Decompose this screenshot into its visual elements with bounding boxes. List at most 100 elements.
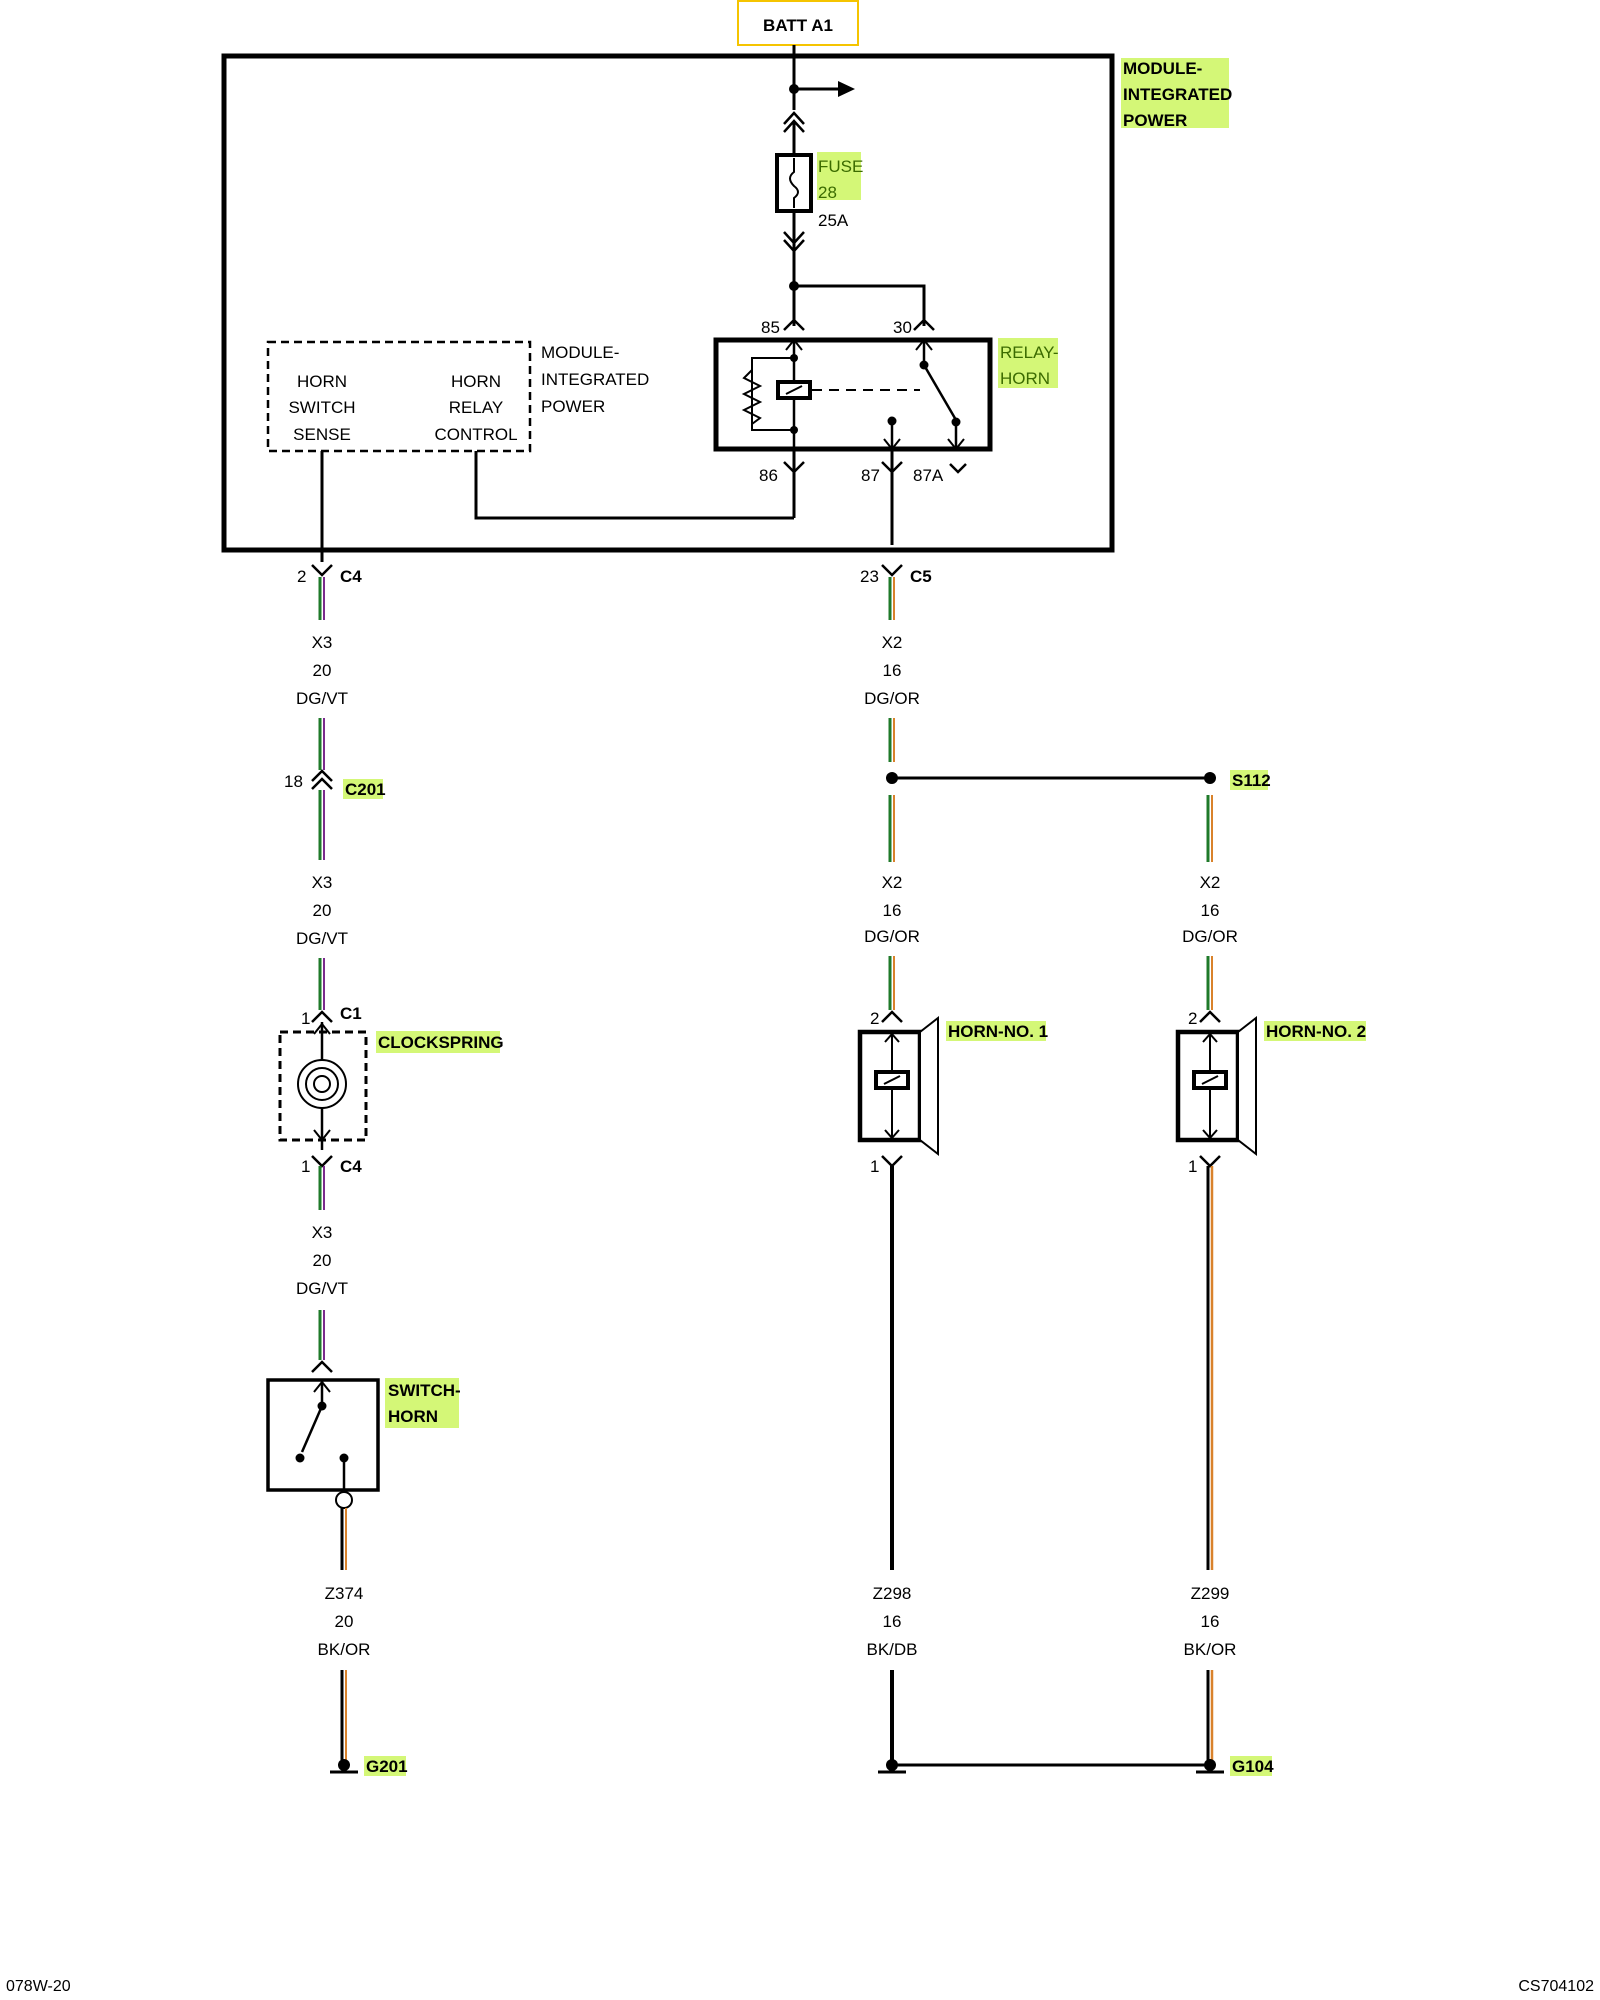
relay-name-1: RELAY-: [1000, 343, 1059, 362]
horn-relay-control-1: HORN: [451, 372, 501, 391]
fuse-name: FUSE: [818, 157, 863, 176]
module-title-line-1: MODULE-: [1123, 59, 1202, 78]
horn-switch-label: SWITCH- HORN: [385, 1378, 461, 1428]
c4-top-name: C4: [340, 567, 362, 586]
ground-g104-icon: [1196, 1759, 1224, 1774]
wire-dg-vt-2b: [318, 958, 325, 1010]
wire-8-color: BK/DB: [866, 1640, 917, 1659]
wire-dg-vt-2: [318, 790, 325, 860]
wire-bk-or-2b: [1206, 1670, 1214, 1760]
c5-pin: 23: [860, 567, 879, 586]
wire-dg-or-2: [888, 795, 895, 862]
c5-name: C5: [910, 567, 932, 586]
wire-7-gauge: 16: [1201, 901, 1220, 920]
wire-1-circuit: X3: [312, 633, 333, 652]
module-title-line-3: POWER: [1123, 111, 1187, 130]
wire-dg-vt-1b: [318, 718, 325, 770]
horn-switch-symbol: [266, 1378, 380, 1509]
g201-label: G201: [366, 1757, 408, 1776]
horn2-pin-top: 2: [1188, 1009, 1197, 1028]
horn-no-1-symbol: [857, 1015, 939, 1157]
inner-module-text: HORN SWITCH SENSE HORN RELAY CONTROL MOD…: [288, 343, 649, 444]
splice-node-right: [1204, 772, 1216, 784]
relay-pin-87a: 87A: [913, 466, 944, 485]
horn-no-2-symbol: [1175, 1015, 1257, 1157]
wire-4-circuit: Z374: [325, 1584, 364, 1603]
horn-relay-control-3: CONTROL: [434, 425, 517, 444]
wire-8-gauge: 16: [883, 1612, 902, 1631]
c4-top-pin: 2: [297, 567, 306, 586]
s112-label: S112: [1232, 771, 1271, 790]
horn-switch-sense-2: SWITCH: [288, 398, 355, 417]
c201-pin: 18: [284, 772, 303, 791]
relay-name-2: HORN: [1000, 369, 1050, 388]
wire-dg-vt-3: [318, 1166, 325, 1210]
relay-horn-symbol: [713, 337, 993, 452]
module-integrated-power-box: [221, 53, 1115, 553]
inner-module-title-3: POWER: [541, 397, 605, 416]
wire-dg-vt-1: [318, 577, 325, 620]
fuse-label: FUSE 28 25A: [817, 152, 863, 230]
wire-9-gauge: 16: [1201, 1612, 1220, 1631]
wire-1-gauge: 20: [313, 661, 332, 680]
batt-a1-label: BATT A1: [737, 0, 859, 46]
horn2-pin-bottom: 1: [1188, 1157, 1197, 1176]
wire-2-circuit: X3: [312, 873, 333, 892]
wire-9-color: BK/OR: [1184, 1640, 1237, 1659]
batt-a1-text: BATT A1: [763, 16, 833, 35]
wire-dg-or-1b: [888, 718, 895, 762]
c201-name: C201: [345, 780, 386, 799]
wire-bk-or-2: [1206, 1166, 1214, 1570]
ground-g201-icon: [330, 1759, 358, 1774]
inner-module-title-2: INTEGRATED: [541, 370, 649, 389]
clockspring-label: CLOCKSPRING: [378, 1033, 504, 1052]
wire-dg-or-3b: [1206, 956, 1213, 1010]
wire-9-circuit: Z299: [1191, 1584, 1230, 1603]
horn-relay-control-2: RELAY: [449, 398, 504, 417]
wire-4-color: BK/OR: [318, 1640, 371, 1659]
wire-dg-or-2b: [888, 956, 895, 1010]
horn1-pin-bottom: 1: [870, 1157, 879, 1176]
wire-3-color: DG/VT: [296, 1279, 348, 1298]
footer-left-code: 078W-20: [6, 1978, 71, 1995]
module-title-line-2: INTEGRATED: [1123, 85, 1232, 104]
inner-module-title-1: MODULE-: [541, 343, 619, 362]
wire-bk-or-1b: [340, 1670, 347, 1760]
relay-pin-85: 85: [761, 318, 780, 337]
relay-pin-86: 86: [759, 466, 778, 485]
g104-label: G104: [1232, 1757, 1274, 1776]
switch-name-1: SWITCH-: [388, 1381, 461, 1400]
wire-3-gauge: 20: [313, 1251, 332, 1270]
wire-dg-vt-3b: [318, 1310, 325, 1360]
wire-7-circuit: X2: [1200, 873, 1221, 892]
wire-5-color: DG/OR: [864, 689, 920, 708]
horn1-label: HORN-NO. 1: [948, 1022, 1048, 1041]
wire-3-circuit: X3: [312, 1223, 333, 1242]
fuse-rating: 25A: [818, 211, 849, 230]
wire-7-color: DG/OR: [1182, 927, 1238, 946]
horn2-label: HORN-NO. 2: [1266, 1022, 1366, 1041]
c4-bottom-pin: 1: [301, 1157, 310, 1176]
c1-name: C1: [340, 1004, 362, 1023]
horn1-pin-top: 2: [870, 1009, 879, 1028]
wire-8-circuit: Z298: [873, 1584, 912, 1603]
module-title: MODULE- INTEGRATED POWER: [1121, 58, 1232, 130]
horn-switch-sense-3: SENSE: [293, 425, 351, 444]
wire-2-gauge: 20: [313, 901, 332, 920]
clockspring-symbol: [278, 1022, 368, 1150]
wire-4-gauge: 20: [335, 1612, 354, 1631]
wire-1-color: DG/VT: [296, 689, 348, 708]
inner-module-box: [266, 340, 532, 453]
relay-label: RELAY- HORN: [998, 338, 1059, 388]
c1-pin: 1: [301, 1009, 310, 1028]
horn-switch-sense-1: HORN: [297, 372, 347, 391]
wire-bk-or-1: [340, 1508, 347, 1570]
wire-6-gauge: 16: [883, 901, 902, 920]
wire-6-color: DG/OR: [864, 927, 920, 946]
switch-name-2: HORN: [388, 1407, 438, 1426]
wire-5-circuit: X2: [882, 633, 903, 652]
relay-pin-87: 87: [861, 466, 880, 485]
footer-right-code: CS704102: [1518, 1978, 1594, 1995]
fuse-number: 28: [818, 183, 837, 202]
